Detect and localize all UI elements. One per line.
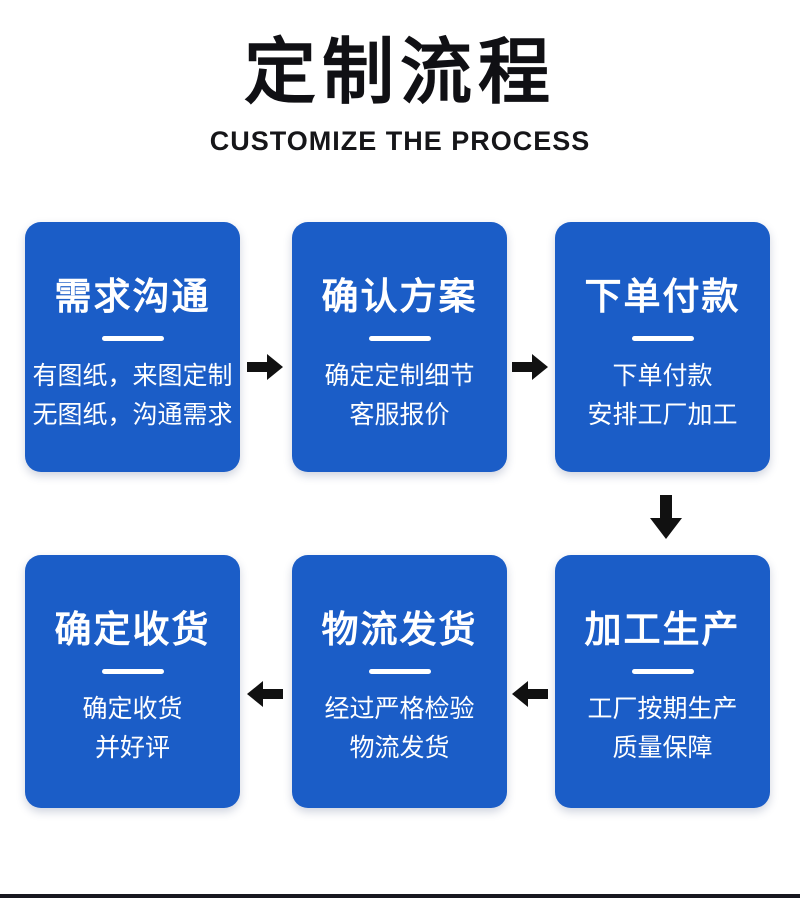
step-description: 工厂按期生产 质量保障 (587, 690, 737, 768)
card-divider (631, 668, 694, 674)
page-subtitle: CUSTOMIZE THE PROCESS (209, 126, 591, 156)
arrow-right-icon (247, 354, 283, 380)
step-line: 安排工厂加工 (587, 400, 738, 429)
step-line: 并好评 (94, 733, 170, 762)
step-card-confirm-plan: 确认方案 确定定制细节 客服报价 (292, 222, 507, 472)
page-title: 定制流程 (243, 33, 556, 113)
step-description: 经过严格检验 物流发货 (324, 690, 474, 768)
step-line: 物流发货 (349, 733, 450, 762)
bottom-divider-rule (0, 894, 800, 898)
step-line: 下单付款 (612, 361, 713, 390)
step-description: 有图纸，来图定制 无图纸，沟通需求 (32, 357, 232, 435)
step-title: 需求沟通 (54, 276, 211, 317)
step-line: 确定收货 (82, 694, 183, 723)
step-card-production: 加工生产 工厂按期生产 质量保障 (555, 555, 770, 808)
step-line: 有图纸，来图定制 (32, 361, 233, 390)
step-card-requirements: 需求沟通 有图纸，来图定制 无图纸，沟通需求 (25, 222, 240, 472)
card-divider (101, 335, 164, 341)
step-title: 确认方案 (321, 276, 478, 317)
step-line: 质量保障 (612, 733, 713, 762)
step-line: 工厂按期生产 (587, 694, 738, 723)
card-divider (368, 668, 431, 674)
step-title: 加工生产 (584, 609, 741, 650)
step-description: 确定收货 并好评 (82, 690, 182, 768)
step-line: 无图纸，沟通需求 (32, 400, 233, 429)
step-line: 经过严格检验 (324, 694, 475, 723)
step-line: 客服报价 (349, 400, 450, 429)
card-divider (368, 335, 431, 341)
arrow-right-icon (512, 354, 548, 380)
card-divider (631, 335, 694, 341)
step-title: 下单付款 (584, 276, 741, 317)
arrow-down-icon (650, 495, 682, 539)
arrow-left-icon (247, 681, 283, 707)
step-card-order-payment: 下单付款 下单付款 安排工厂加工 (555, 222, 770, 472)
step-description: 确定定制细节 客服报价 (324, 357, 474, 435)
step-line: 确定定制细节 (324, 361, 475, 390)
step-title: 物流发货 (321, 609, 478, 650)
card-divider (101, 668, 164, 674)
step-card-shipping: 物流发货 经过严格检验 物流发货 (292, 555, 507, 808)
step-title: 确定收货 (54, 609, 211, 650)
step-card-confirm-receipt: 确定收货 确定收货 并好评 (25, 555, 240, 808)
arrow-left-icon (512, 681, 548, 707)
step-description: 下单付款 安排工厂加工 (587, 357, 737, 435)
